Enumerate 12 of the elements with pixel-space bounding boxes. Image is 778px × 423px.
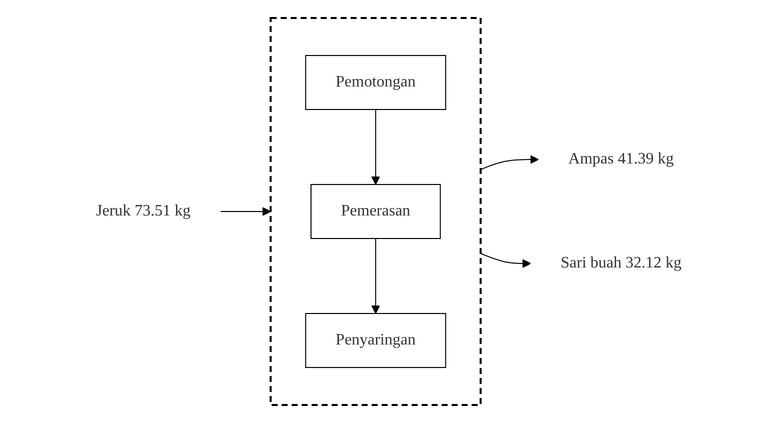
- node-box: Pemotongan: [305, 55, 446, 110]
- node-box: Penyaringan: [305, 313, 446, 368]
- arrow: [372, 238, 380, 314]
- node-text: Sari buah 32.12 kg: [560, 254, 682, 272]
- cluster: [270, 17, 482, 406]
- arrow: [480, 253, 532, 268]
- node-box: Pemerasan: [310, 184, 442, 239]
- arrow: [480, 155, 540, 170]
- arrow: [372, 109, 380, 185]
- node-text: Ampas 41.39 kg: [568, 150, 674, 168]
- node-text: Jeruk 73.51 kg: [96, 202, 191, 220]
- arrow: [220, 207, 272, 216]
